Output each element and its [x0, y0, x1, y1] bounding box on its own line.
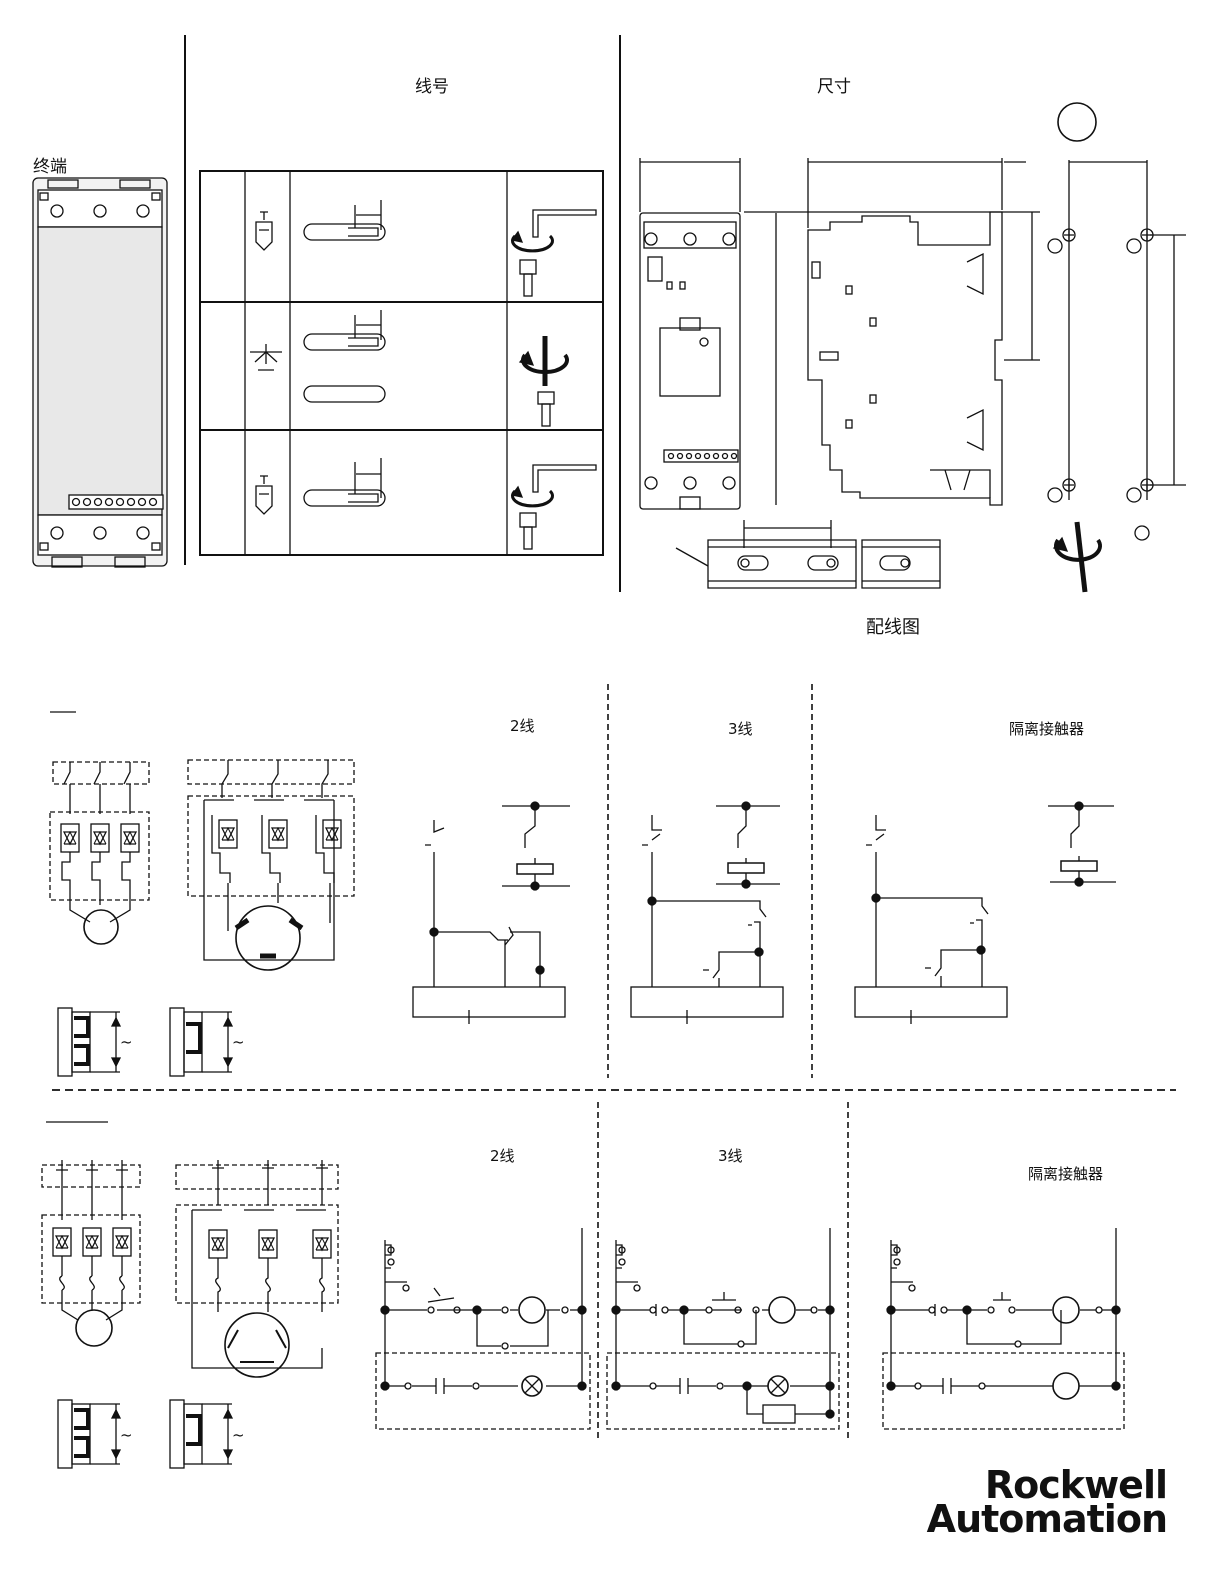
ladder-isolation-bottom	[883, 1228, 1124, 1429]
control-terminal-blocks-bottom	[58, 1400, 232, 1468]
dimension-drawings	[640, 103, 1186, 592]
control-3wire-top	[631, 802, 783, 1024]
power-circuit-top-inline	[50, 762, 149, 944]
terminal-device-drawing	[33, 178, 167, 567]
power-circuit-bottom-delta	[176, 1160, 338, 1377]
ladder-3wire-bottom	[607, 1228, 839, 1429]
power-circuit-top-delta	[188, 760, 354, 970]
ladder-2wire-bottom	[376, 1228, 590, 1429]
control-2wire-top	[413, 802, 570, 1024]
power-circuit-bottom-inline	[42, 1160, 140, 1346]
control-isolation-top	[855, 802, 1116, 1024]
control-terminal-blocks-top	[58, 1008, 232, 1076]
wire-table	[200, 171, 603, 555]
